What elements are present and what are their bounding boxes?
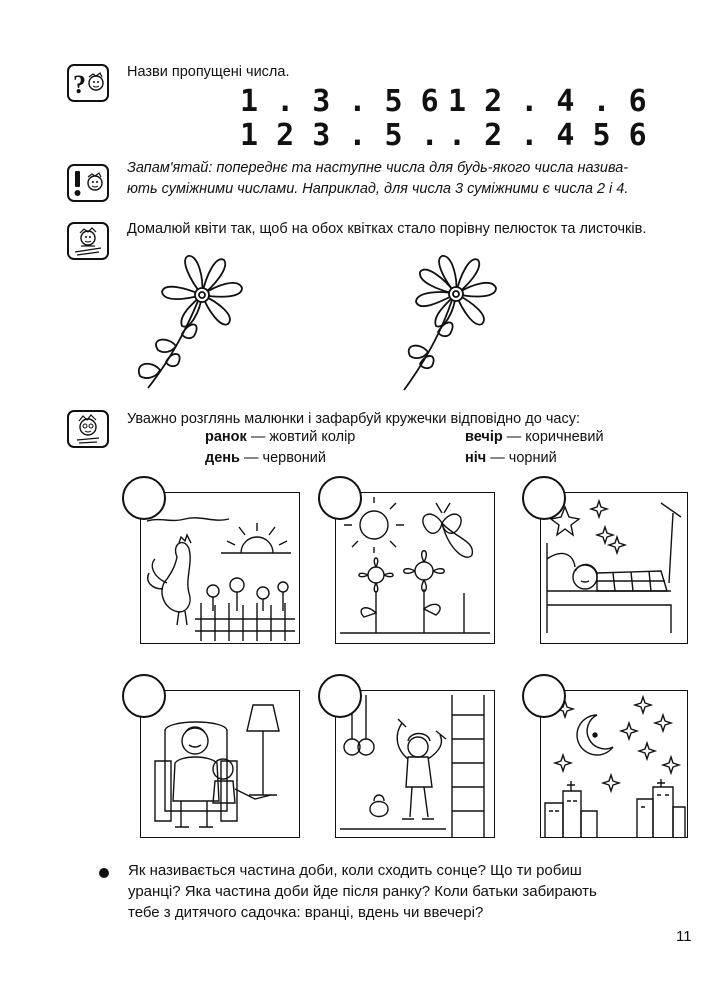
flower-right-illustration: [403, 255, 497, 391]
task1-instruction: Назви пропущені числа.: [127, 64, 290, 80]
legend-morning-term: ранок: [205, 429, 247, 445]
number-row-2-left: 1 2 3 . 5 .: [240, 118, 439, 153]
drawing-boy-icon: [67, 222, 109, 260]
legend-day: день — червоний: [205, 450, 326, 466]
legend-night-term: ніч: [465, 450, 487, 466]
legend-night-color: — чорний: [486, 450, 557, 466]
picture-frame-5: [335, 690, 495, 838]
picture-frame-1: [140, 492, 300, 644]
number-row-1-left: 1 . 3 . 5 6: [240, 84, 439, 119]
note-line-1: Запам'ятай: попереднє та наступне числа …: [127, 160, 629, 176]
picture-frame-3: [540, 492, 688, 644]
sleeping-child-picture: [546, 498, 682, 633]
bullet-dot: [99, 868, 109, 878]
legend-evening: вечір — коричневий: [465, 429, 604, 445]
legend-morning: ранок — жовтий колір: [205, 429, 355, 445]
legend-night: ніч — чорний: [465, 450, 557, 466]
picture-frame-2: [335, 492, 495, 644]
picture-frame-4: [140, 690, 300, 838]
sun-flowers-picture: [340, 497, 490, 634]
legend-day-term: день: [205, 450, 240, 466]
number-row-2-right: . 2 . 4 5 6: [448, 118, 647, 153]
time-circle-5[interactable]: [318, 674, 362, 718]
page-number: 11: [676, 928, 692, 945]
grandpa-armchair-picture: [154, 704, 280, 828]
question-boy-icon: ?: [67, 64, 109, 102]
questions-text: Як називається частина доби, коли сходит…: [128, 860, 597, 923]
time-circle-4[interactable]: [122, 674, 166, 718]
task2-instruction: Домалюй квіти так, щоб на обох квітках с…: [127, 221, 647, 237]
note-line-2: ють суміжними числами. Наприклад, для чи…: [127, 181, 629, 197]
legend-day-color: — червоний: [239, 450, 327, 466]
time-circle-2[interactable]: [318, 476, 362, 520]
moon-stars-city-picture: [544, 694, 686, 837]
questions-line-2: уранці? Яка частина доби йде після ранку…: [128, 883, 597, 900]
svg-text:?: ?: [73, 70, 86, 99]
picture-frame-6: [540, 690, 688, 838]
exclamation-boy-icon: [67, 164, 109, 202]
flower-left-illustration: [137, 255, 243, 389]
rooster-sunrise-picture: [146, 517, 295, 641]
legend-evening-color: — коричневий: [502, 429, 604, 445]
looking-boy-icon: [67, 410, 109, 448]
legend-morning-color: — жовтий колір: [246, 429, 356, 445]
time-circle-1[interactable]: [122, 476, 166, 520]
task3-instruction: Уважно розглянь малюнки і зафарбуй круже…: [127, 411, 580, 427]
time-circle-6[interactable]: [522, 674, 566, 718]
questions-line-1: Як називається частина доби, коли сходит…: [128, 862, 582, 879]
time-circle-3[interactable]: [522, 476, 566, 520]
number-row-1-right: 1 2 . 4 . 6: [448, 84, 647, 119]
exercise-girl-picture: [340, 695, 485, 837]
questions-line-3: тебе з дитячого садочка: вранці, вдень ч…: [128, 904, 484, 921]
note-text: Запам'ятай: попереднє та наступне числа …: [127, 158, 707, 200]
legend-evening-term: вечір: [465, 429, 503, 445]
